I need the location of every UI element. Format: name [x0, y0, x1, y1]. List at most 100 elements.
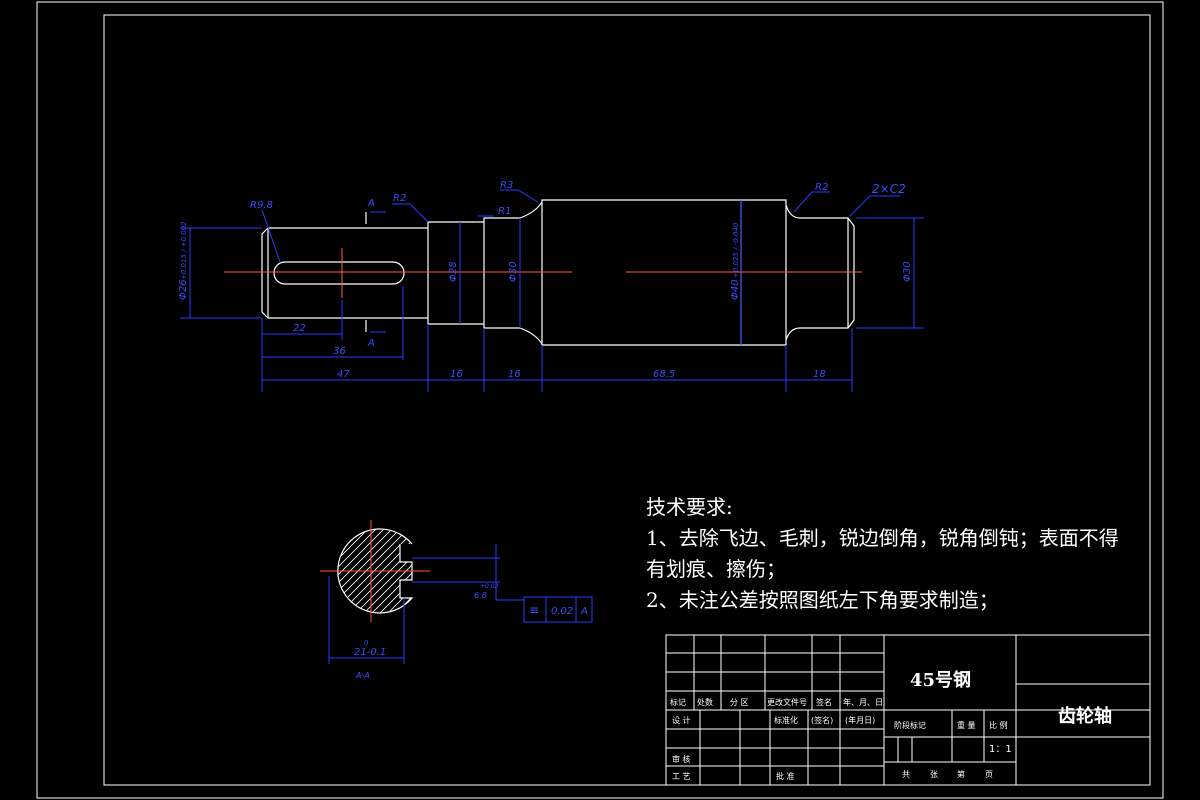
- hatch-line: [375, 529, 412, 613]
- tb-approve: 批 准: [776, 771, 795, 781]
- hatch-line: [337, 529, 412, 613]
- dim-chamfer: 2×C2: [872, 182, 906, 196]
- tolerance-symbol: ≡: [529, 603, 539, 617]
- hatch-line: [416, 525, 516, 625]
- dim-width: 21-0.1: [354, 647, 386, 658]
- hatch-line: [200, 525, 300, 625]
- hatch-line: [337, 529, 341, 613]
- tb-header-3: 更改文件号: [767, 697, 807, 707]
- dim-r3: R3: [500, 180, 513, 191]
- dim-len-36: 36: [333, 346, 346, 357]
- hatch-line: [337, 529, 373, 613]
- hatch-line: [337, 529, 357, 613]
- tb-sheets: 张: [930, 770, 938, 779]
- dim-r-keyway: R9.8: [250, 200, 273, 211]
- hatch-line: [367, 529, 412, 613]
- section-mark-top: A: [367, 198, 375, 209]
- dim-len-47: 47: [337, 369, 350, 380]
- tb-page: 页: [985, 770, 993, 779]
- tb-total: 共: [902, 770, 910, 779]
- technical-requirements: 技术要求: 1、去除飞边、毛刺，锐边倒角，锐角倒钝；表面不得 有划痕、擦伤； 2…: [646, 492, 1119, 616]
- dim-d-big: Φ40: [730, 279, 741, 300]
- tb-sheet-no: 第: [957, 769, 965, 779]
- tb-date: (年月日): [845, 715, 875, 725]
- dim-width-tol: 0: [364, 639, 369, 647]
- hatch-line: [208, 525, 308, 625]
- tolerance-value: 0.02: [551, 606, 573, 617]
- hatch-line: [383, 529, 412, 613]
- tolerance-frame: [523, 596, 593, 623]
- hatch-line: [224, 525, 324, 625]
- hatch-line: [337, 529, 405, 613]
- section-mark-bottom: A: [367, 338, 375, 349]
- hatch-line: [343, 529, 412, 613]
- hatch-line: [391, 529, 412, 613]
- dim-d-big-tol: +0.025 / -0.040: [732, 222, 740, 278]
- dim-d-left: Φ26: [178, 279, 189, 300]
- dim-depth: 6.8: [474, 591, 487, 600]
- hatch-line: [337, 529, 412, 613]
- tb-review: 审 核: [672, 754, 691, 764]
- notes-line-3: 2、未注公差按照图纸左下角要求制造；: [646, 588, 999, 612]
- tb-scale: 1：1: [989, 744, 1012, 755]
- section-outline: [337, 528, 414, 614]
- tb-standardize: 标准化: [774, 715, 798, 725]
- tolerance-datum: A: [580, 606, 588, 617]
- tb-process: 工 艺: [672, 772, 691, 781]
- dim-d-mid1: Φ28: [448, 261, 459, 282]
- dim-d-left-tol: +0.015 / +0.002: [180, 221, 188, 280]
- hatch-line: [337, 529, 412, 613]
- dim-depth-tol: +0.02: [480, 583, 499, 590]
- tb-header-0: 标记: [670, 697, 686, 707]
- tb-scale-label: 比 例: [989, 720, 1008, 730]
- hatch-line: [359, 529, 412, 613]
- shaft-main-view: Φ26 +0.015 / +0.002 Φ28 Φ30 Φ40 +0.025 /…: [178, 180, 924, 392]
- drawing-border: [103, 14, 1151, 786]
- hatch-line: [351, 529, 412, 613]
- tb-weight: 重 量: [957, 720, 976, 730]
- tb-header-1: 处数: [697, 697, 713, 707]
- material-label: 45号钢: [910, 670, 972, 691]
- hatch-line: [337, 529, 397, 613]
- tb-header-4: 签名: [816, 697, 832, 707]
- hatch-line: [399, 529, 412, 613]
- section-label: A-A: [355, 671, 370, 680]
- notes-line-2: 有划痕、擦伤；: [646, 557, 786, 581]
- leader: [261, 209, 281, 263]
- hatch-line: [407, 529, 412, 613]
- tb-header-5: 年、月、日: [843, 697, 883, 707]
- hatch-line: [440, 525, 540, 625]
- notes-line-1: 1、去除飞边、毛刺，锐边倒角，锐角倒钝；表面不得: [646, 526, 1119, 550]
- dim-len-22: 22: [293, 323, 306, 334]
- dim-len-685: 68.5: [653, 369, 675, 380]
- dim-len-16b: 16: [508, 369, 521, 380]
- hatch-line: [337, 529, 349, 613]
- dim-r2-b: R2: [815, 182, 828, 193]
- hatch-line: [337, 529, 381, 613]
- dim-r1: R1: [498, 206, 511, 217]
- keyway-slot: [273, 261, 405, 285]
- section-a-a-view: 6.8 +0.02 ≡ 0.02 A 21-0.1 0 A-A: [200, 520, 593, 680]
- tb-stage-label: 阶段标记: [894, 720, 926, 730]
- leader: [392, 203, 429, 223]
- hatch-line: [432, 525, 532, 625]
- dim-r2-a: R2: [393, 193, 406, 204]
- dim-len-18: 18: [813, 369, 826, 380]
- dim-d-right: Φ30: [902, 261, 913, 282]
- hatch-line: [337, 529, 365, 613]
- dim-len-16a: 16: [450, 369, 463, 380]
- title-block: 标记 处数 分 区 更改文件号 签名 年、月、日 设 计 标准化 (签名) (年…: [665, 634, 1151, 786]
- hatch-line: [216, 525, 316, 625]
- leader: [500, 189, 539, 203]
- dim-d-mid2: Φ30: [508, 261, 519, 282]
- notes-heading: 技术要求:: [646, 495, 733, 519]
- leader: [793, 191, 830, 213]
- part-name: 齿轮轴: [1058, 706, 1112, 727]
- hatch-line: [232, 525, 332, 625]
- leader: [849, 195, 900, 217]
- outer-border: [36, 1, 1164, 799]
- tb-sign: (签名): [811, 715, 833, 725]
- tb-header-2: 分 区: [730, 698, 749, 707]
- tb-design: 设 计: [672, 715, 691, 725]
